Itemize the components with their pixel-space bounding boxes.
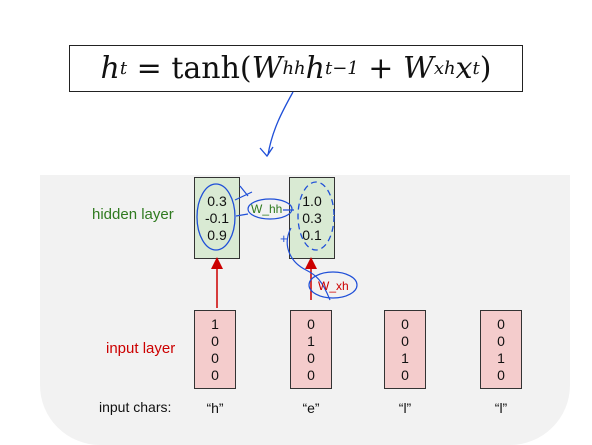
dashed-circle-hidden-2 <box>297 181 335 251</box>
plus-sign: + <box>280 231 288 246</box>
formula-plus: + <box>358 51 403 86</box>
input-value: 0 <box>211 349 219 366</box>
handdrawn-arrowhead <box>259 146 274 158</box>
hidden-value: 1.0 <box>302 192 322 209</box>
input-value: 0 <box>401 315 409 332</box>
formula-w2: W <box>402 51 434 86</box>
hidden-value: 0.9 <box>207 226 227 243</box>
formula-close: ) <box>479 51 492 86</box>
w-xh-label: W_xh <box>318 279 349 293</box>
input-value: 0 <box>401 332 409 349</box>
input-value: 0 <box>307 315 315 332</box>
circle-w-xh <box>308 271 358 299</box>
input-value: 0 <box>401 366 409 383</box>
input-value: 0 <box>497 332 505 349</box>
hidden-value: 0.3 <box>207 192 227 209</box>
input-value: 0 <box>497 366 505 383</box>
formula-h-sub: t <box>119 58 128 79</box>
hidden-value: 0.3 <box>302 209 322 226</box>
input-vector-1: 1 0 0 0 <box>194 310 236 389</box>
formula-eq: = tanh( <box>127 51 252 86</box>
formula-h2-sub: t−1 <box>324 58 359 79</box>
input-value: 0 <box>211 332 219 349</box>
w-hh-connector <box>234 185 294 217</box>
hidden-state-1: 0.3 -0.1 0.9 <box>194 177 240 259</box>
hidden-value: 0.1 <box>302 226 322 243</box>
input-value: 1 <box>307 332 315 349</box>
formula-w1-sub: hh <box>282 58 306 79</box>
input-char-3: “l” <box>398 400 412 416</box>
input-vector-2: 0 1 0 0 <box>290 310 332 389</box>
formula-x-sub: t <box>472 58 480 79</box>
circle-hidden-1 <box>196 183 236 251</box>
input-char-4: “l” <box>494 400 508 416</box>
input-vector-4: 0 0 1 0 <box>480 310 522 389</box>
circle-w-hh <box>247 198 293 220</box>
hidden-value: -0.1 <box>204 209 230 226</box>
input-value: 1 <box>211 315 219 332</box>
handdrawn-arrow-from-formula <box>267 91 294 156</box>
formula-w2-sub: xh <box>433 58 456 79</box>
formula-h2: h <box>305 51 325 86</box>
formula-x: x <box>455 51 473 86</box>
input-char-2: “e” <box>302 400 320 416</box>
input-value: 1 <box>497 349 505 366</box>
input-char-1: “h” <box>206 400 224 416</box>
formula-h: h <box>100 51 120 86</box>
w-hh-label: W_hh <box>251 202 282 216</box>
input-value: 0 <box>307 349 315 366</box>
w-xh-connector <box>286 227 331 301</box>
input-chars-label: input chars: <box>99 399 172 415</box>
input-vector-3: 0 0 1 0 <box>384 310 426 389</box>
input-value: 0 <box>211 366 219 383</box>
hidden-state-2: 1.0 0.3 0.1 <box>289 177 335 259</box>
input-value: 0 <box>497 315 505 332</box>
formula-w1: W <box>251 51 283 86</box>
input-layer-label: input layer <box>106 340 176 357</box>
input-value: 1 <box>401 349 409 366</box>
input-value: 0 <box>307 366 315 383</box>
hidden-layer-label: hidden layer <box>92 206 174 223</box>
